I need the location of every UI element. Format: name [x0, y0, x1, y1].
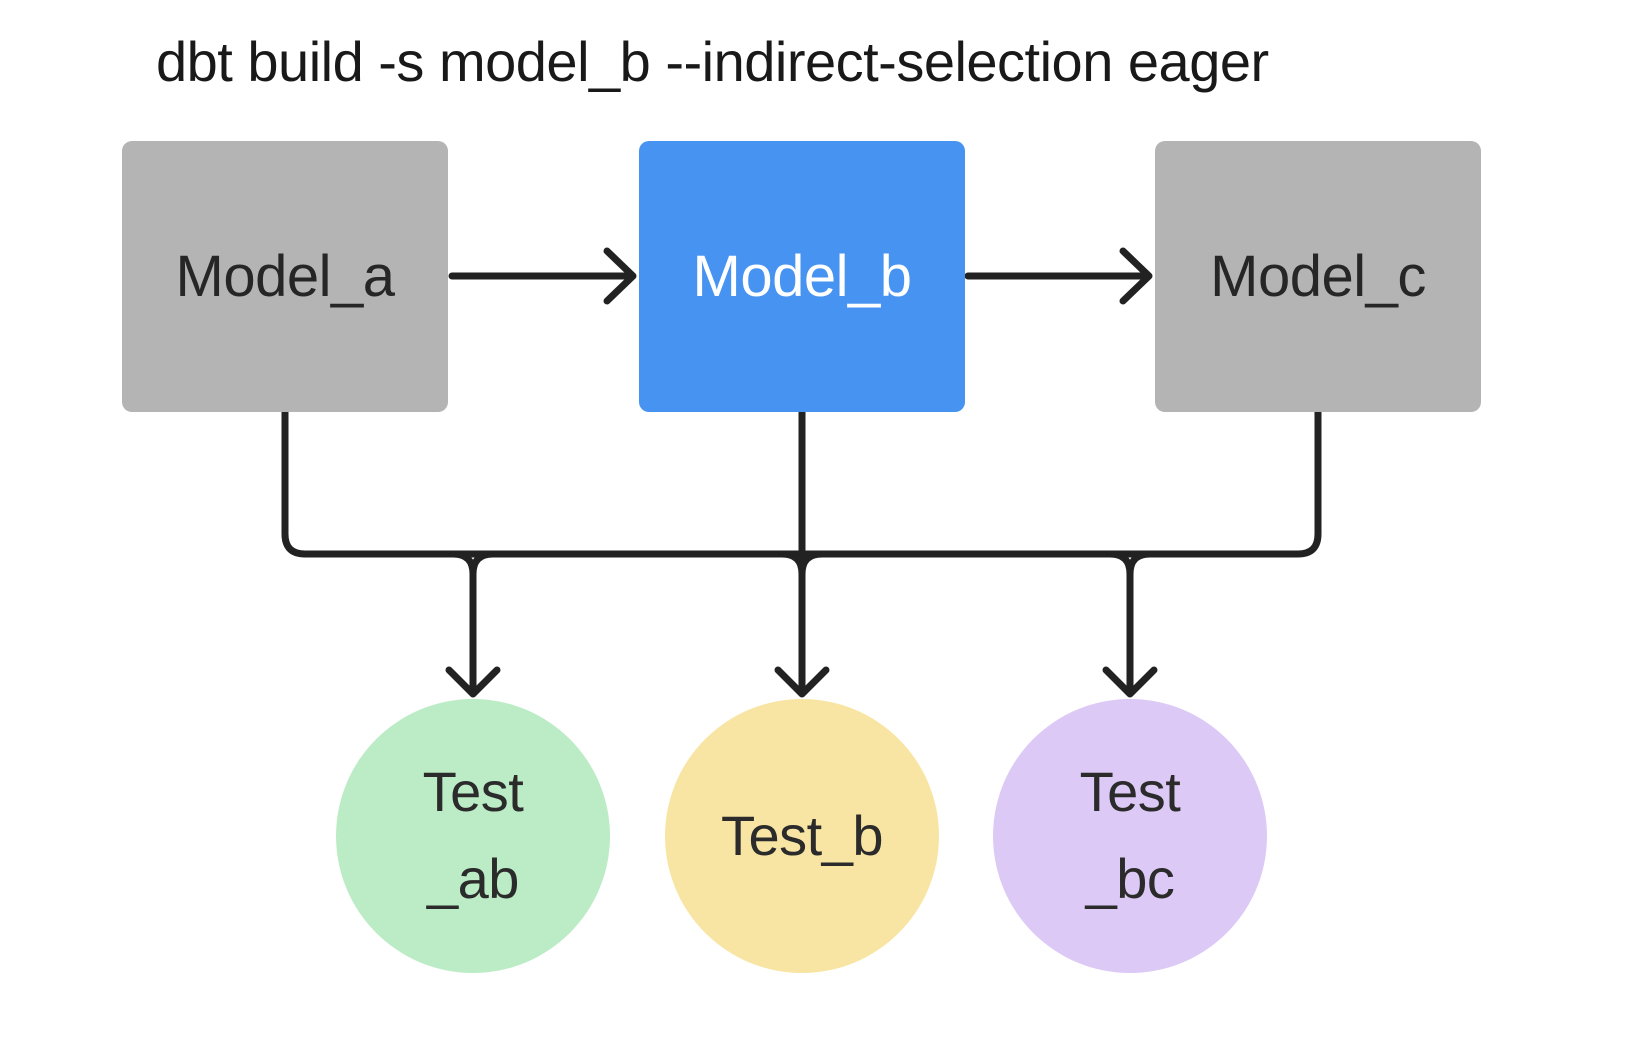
edge-model-b-to-model-c — [964, 247, 1153, 305]
node-test-bc: Test _bc — [993, 699, 1267, 973]
node-model-c: Model_c — [1155, 141, 1481, 412]
node-test-b: Test_b — [665, 699, 939, 973]
test-ab-label: Test _ab — [422, 760, 524, 910]
node-test-ab: Test _ab — [336, 699, 610, 973]
edge-bus-to-test-ab — [445, 550, 501, 698]
test-b-label: Test_b — [721, 803, 884, 867]
model-a-label: Model_a — [175, 244, 395, 309]
command-title: dbt build -s model_b --indirect-selectio… — [156, 30, 1269, 93]
edge-model-b-to-test-b — [774, 408, 830, 698]
node-model-b-selected: Model_b — [639, 141, 965, 412]
edge-bus-to-test-bc — [1102, 550, 1158, 698]
model-b-label: Model_b — [692, 244, 912, 309]
model-c-label: Model_c — [1210, 244, 1426, 309]
edge-model-a-to-model-b — [448, 247, 637, 305]
node-model-a: Model_a — [122, 141, 448, 412]
test-bc-label: Test _bc — [1079, 760, 1181, 910]
